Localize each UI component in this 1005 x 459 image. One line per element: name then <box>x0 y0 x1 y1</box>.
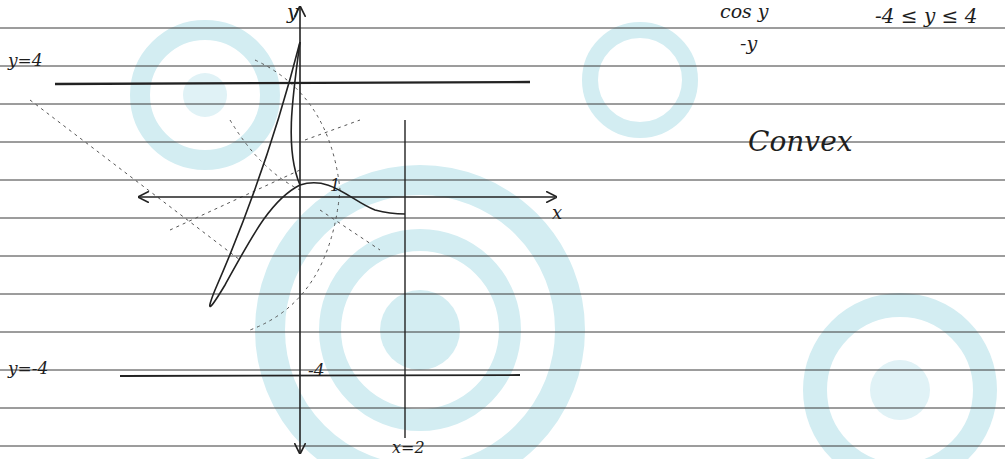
handwritten-label: -4 ≤ y ≤ 4 <box>875 6 977 26</box>
asymptotes <box>55 82 530 438</box>
handwritten-label: -y <box>740 34 757 53</box>
handwritten-label: x <box>552 204 562 222</box>
construction-lines <box>30 60 380 330</box>
handwritten-label: y=4 <box>8 52 43 69</box>
watermark <box>140 30 985 459</box>
handwritten-label: x=2 <box>392 440 425 456</box>
handwritten-label: cos y <box>720 2 769 21</box>
ruled-lines <box>0 28 1005 446</box>
handwritten-label: -4 <box>308 362 325 379</box>
axes <box>140 8 555 452</box>
handwritten-label: y <box>287 2 298 22</box>
handwritten-label: Convex <box>748 128 853 156</box>
handwritten-label: 1 <box>330 178 340 194</box>
handwritten-label: y=-4 <box>8 360 48 377</box>
curve <box>210 42 405 306</box>
